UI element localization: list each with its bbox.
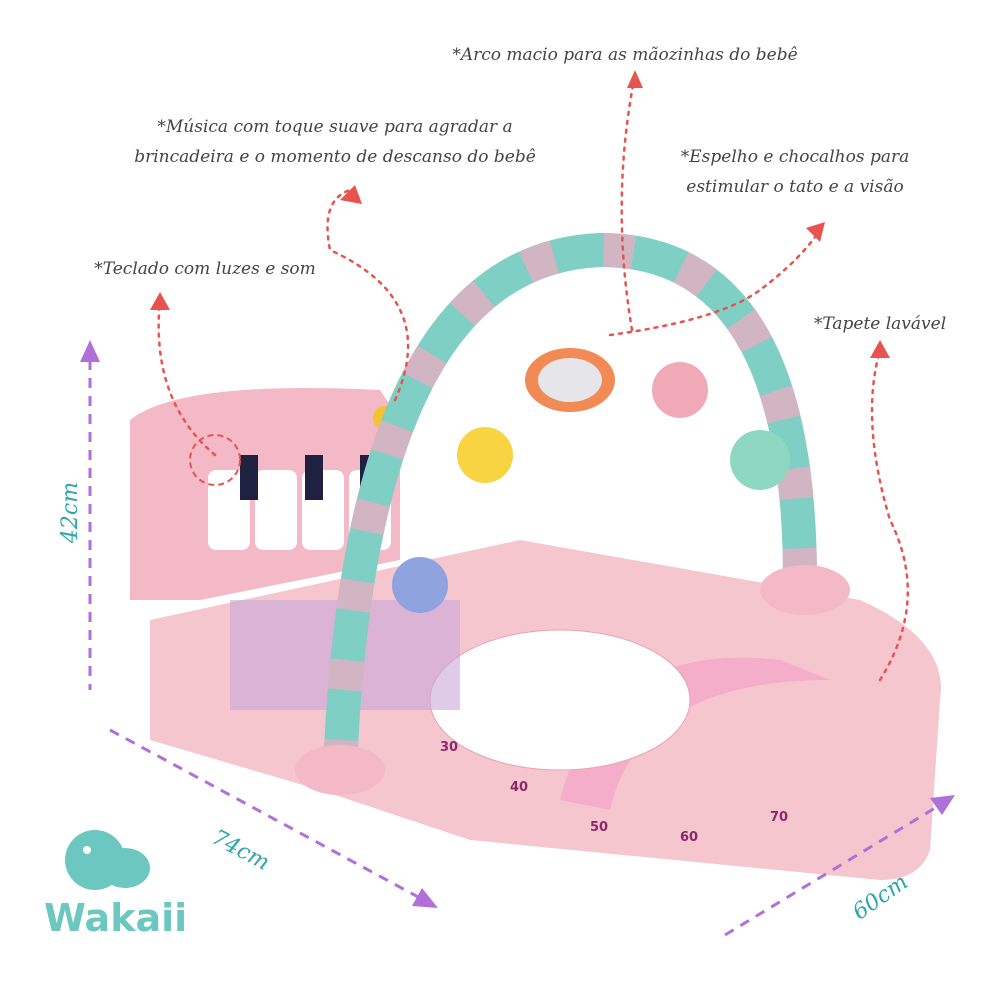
bunny-illustration <box>429 629 691 771</box>
callout-mirror: *Espelho e chocalhos para estimular o ta… <box>675 142 915 202</box>
callout-music-line2: brincadeira e o momento de descanso do b… <box>134 147 536 167</box>
keyboard-highlight <box>189 434 241 486</box>
owl-toy-blue <box>392 557 448 613</box>
arch-base <box>295 745 385 795</box>
dimension-height: 42cm <box>58 481 84 544</box>
owl-toy-yellow <box>457 427 513 483</box>
callout-mirror-line1: *Espelho e chocalhos para <box>680 147 910 167</box>
callout-mirror-line2: estimular o tato e a visão <box>686 177 904 197</box>
ruler-mark: 50 <box>590 820 609 835</box>
ruler-mark: 30 <box>440 740 459 755</box>
owl-toy-green <box>730 430 790 490</box>
ruler-mark: 60 <box>680 830 699 845</box>
ruler-mark: 70 <box>770 810 789 825</box>
piano-key <box>255 470 297 550</box>
wakaii-elephant-logo <box>65 830 150 890</box>
brand-logo-text: Wakaii <box>44 896 188 940</box>
callout-mat: *Tapete lavável <box>813 314 947 334</box>
callout-arch: *Arco macio para as mãozinhas do bebê <box>452 45 798 65</box>
piano-black-key <box>305 455 323 500</box>
owl-toy-pink <box>652 362 708 418</box>
mat-ruler: 30 40 50 60 70 <box>440 740 788 845</box>
piano-key <box>208 470 250 550</box>
callout-keyboard: *Teclado com luzes e som <box>94 259 316 279</box>
ruler-mark: 40 <box>510 780 529 795</box>
callout-music-line1: *Música com toque suave para agradar a <box>157 117 513 137</box>
callout-music: *Música com toque suave para agradar a b… <box>130 112 540 172</box>
arch-base <box>760 565 850 615</box>
piano-black-key <box>240 455 258 500</box>
